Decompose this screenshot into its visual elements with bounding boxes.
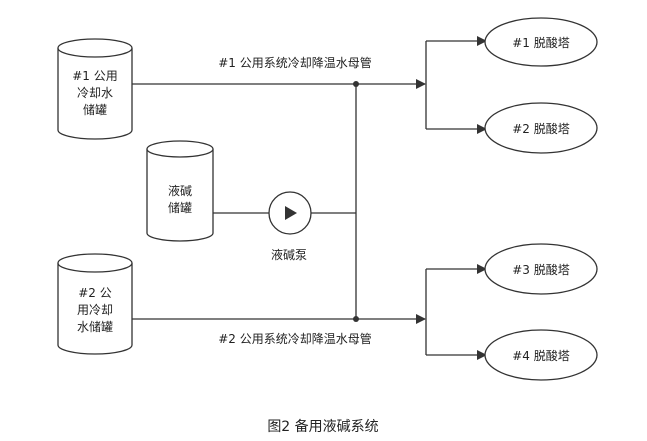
tank-1-cooling-water: #1 公用 冷却水 储罐 bbox=[57, 38, 133, 140]
pipe-1-label: #1 公用系统冷却降温水母管 bbox=[218, 55, 372, 70]
tower-2: #2 脱酸塔 bbox=[484, 102, 598, 154]
tank-2-label-line-3: 水储罐 bbox=[77, 319, 113, 334]
figure-caption: 图2 备用液碱系统 bbox=[267, 418, 378, 435]
tank-2-label-line-2: 用冷却 bbox=[77, 303, 113, 317]
caustic-tank-label-line-1: 液碱 bbox=[168, 183, 192, 198]
tower-3: #3 脱酸塔 bbox=[484, 243, 598, 295]
tower-3-label: #3 脱酸塔 bbox=[512, 262, 570, 277]
pump-play-icon bbox=[285, 206, 297, 220]
caustic-soda-tank: 液碱 储罐 bbox=[146, 140, 214, 242]
tank-1-label-line-3: 储罐 bbox=[83, 102, 107, 117]
tank-1-label-line-2: 冷却水 bbox=[77, 86, 113, 100]
tower-2-label: #2 脱酸塔 bbox=[512, 121, 570, 136]
tank-1-label-line-1: #1 公用 bbox=[72, 69, 118, 83]
caustic-pump: 液碱泵 bbox=[268, 191, 312, 262]
tank-2-label-line-1: #2 公 bbox=[78, 286, 112, 300]
junction-top bbox=[353, 81, 359, 87]
tower-1: #1 脱酸塔 bbox=[484, 17, 598, 67]
tank-2-cooling-water: #2 公 用冷却 水储罐 bbox=[57, 253, 133, 355]
tower-1-label: #1 脱酸塔 bbox=[512, 35, 570, 50]
junction-bottom bbox=[353, 316, 359, 322]
tower-4-label: #4 脱酸塔 bbox=[512, 348, 570, 363]
caustic-tank-label-line-2: 储罐 bbox=[168, 200, 192, 215]
tower-4: #4 脱酸塔 bbox=[484, 329, 598, 381]
piping: #1 公用系统冷却降温水母管 #2 公用系统冷却降温水母管 bbox=[132, 36, 487, 360]
pipe-2-label: #2 公用系统冷却降温水母管 bbox=[218, 331, 372, 346]
pump-label: 液碱泵 bbox=[271, 247, 307, 262]
